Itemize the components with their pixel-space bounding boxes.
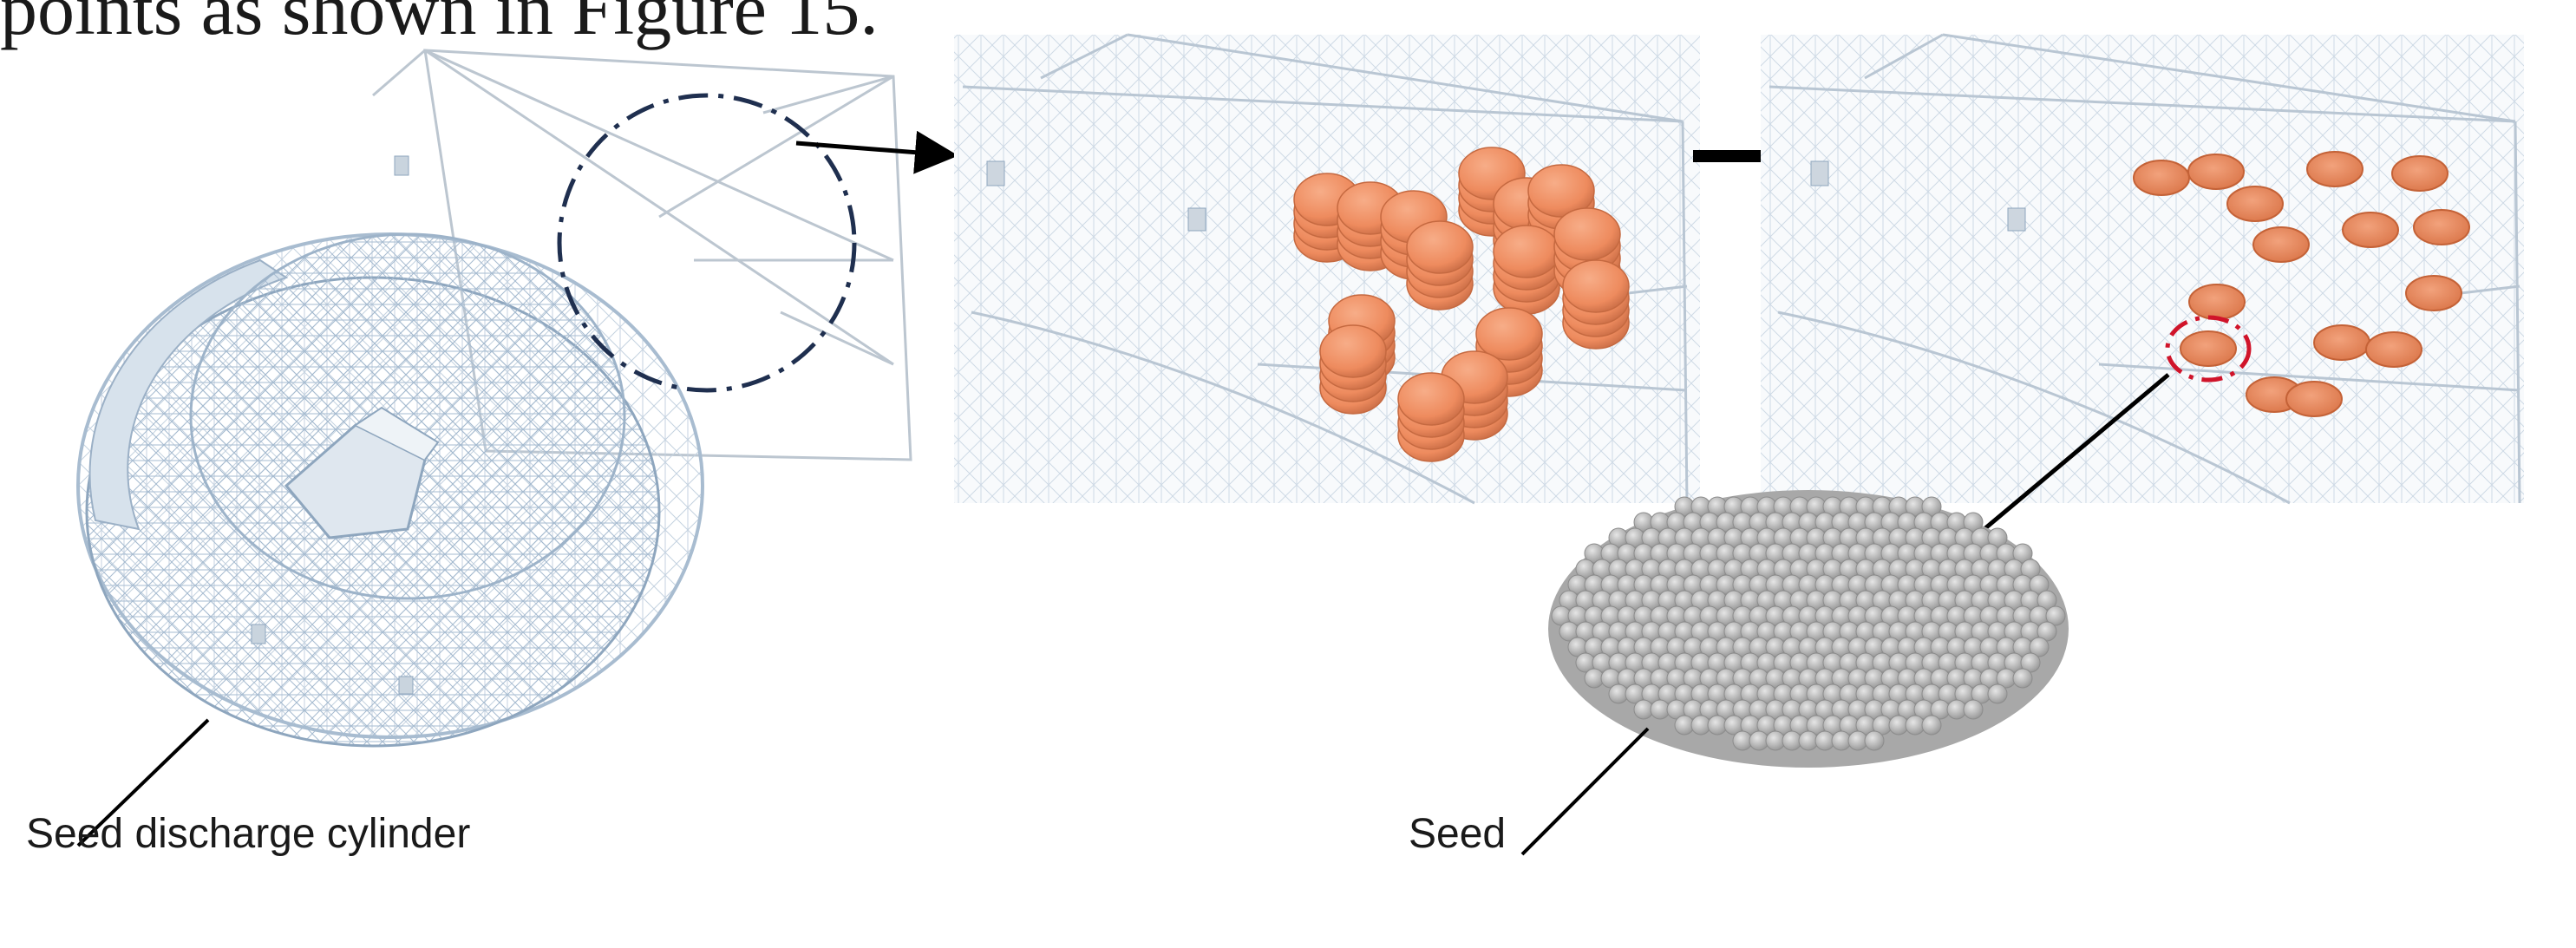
seed-label: Seed <box>1409 811 1507 857</box>
flat-seed-particle <box>2252 226 2310 263</box>
right-panel <box>1761 33 2524 566</box>
flat-seed-particle <box>2365 331 2422 368</box>
flat-seed-particle <box>2342 212 2399 248</box>
seed-particle <box>1406 220 1474 311</box>
cylinder-panel <box>76 49 958 847</box>
intro-text: points as shown in Figure 15. <box>0 0 879 50</box>
seed-particle <box>1553 207 1621 297</box>
flat-seed-particle <box>2226 186 2284 222</box>
cylinder-pointer <box>76 718 210 847</box>
seed-sphere <box>1921 715 1942 736</box>
seed-sphere <box>2029 637 2050 657</box>
seed-particle <box>1293 173 1361 263</box>
flat-seed-particle <box>2187 154 2245 190</box>
flat-seed-particle <box>2391 155 2449 192</box>
seed-pointer <box>1520 727 1650 856</box>
arrow-down-icon <box>1939 373 2170 566</box>
flat-seed-particle <box>2306 151 2364 187</box>
middle-panel <box>954 33 1700 505</box>
cylinder-mesh <box>76 155 704 748</box>
flat-seed-particle <box>2188 284 2246 320</box>
seed-model-spheres <box>1551 496 2066 751</box>
flat-seed-particle <box>2405 275 2462 311</box>
cylinder-label: Seed discharge cylinder <box>26 811 471 857</box>
seed-sphere <box>2012 668 2033 689</box>
dash-dot-circle-red-icon <box>2165 315 2252 382</box>
flat-seed-particle <box>2285 381 2343 417</box>
seed-particle <box>1319 324 1387 415</box>
seed-sphere <box>1963 699 1984 720</box>
seed-particle <box>1562 259 1630 350</box>
seed-sphere <box>2045 605 2066 626</box>
flat-seed-particle <box>2313 324 2370 361</box>
flat-seed-particle <box>2413 209 2470 245</box>
dash-dot-circle-icon <box>557 93 857 393</box>
flat-seeds <box>2133 151 2470 417</box>
seed-sphere <box>1864 730 1885 751</box>
flat-seed-particle <box>2180 330 2237 367</box>
arrow-right-icon <box>795 130 958 174</box>
seed-sphere <box>1987 683 2008 704</box>
seed-model <box>1520 490 2069 856</box>
stacked-seeds <box>1293 147 1630 462</box>
seed-particle <box>1493 225 1560 315</box>
seed-particle <box>1397 372 1465 462</box>
flat-seed-particle <box>2133 160 2190 196</box>
